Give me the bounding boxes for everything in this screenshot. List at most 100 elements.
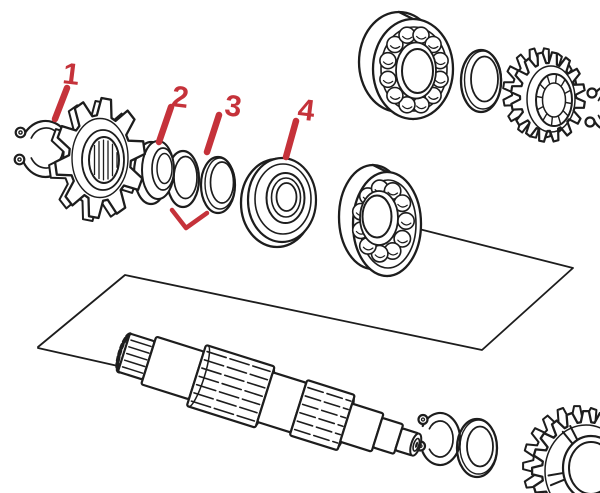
circlip-eyelet-hole xyxy=(420,417,426,422)
shaft-spline-line xyxy=(123,359,146,368)
circlip-eyelet xyxy=(14,126,27,139)
shaft-spline-line xyxy=(296,420,342,436)
bearing-ball xyxy=(386,86,404,105)
gear-spoke xyxy=(547,471,566,477)
washer-bore xyxy=(470,55,499,103)
shaft-spline-line xyxy=(304,395,349,411)
shaft-washer xyxy=(455,417,499,479)
bushing-bore xyxy=(156,152,173,185)
bottom-gear xyxy=(522,405,600,493)
check-mark xyxy=(169,207,210,231)
sprocket-root-ring xyxy=(71,117,129,199)
sprocket-bore-splines xyxy=(93,139,118,181)
gear-spoke xyxy=(569,425,579,442)
oil-seal xyxy=(239,156,318,249)
spline-tick xyxy=(546,75,551,85)
ball-highlight xyxy=(416,105,427,110)
callout-1-leader xyxy=(51,84,71,123)
ball-highlight xyxy=(435,61,446,66)
washer-bore xyxy=(466,425,494,468)
ball-highlight xyxy=(416,35,427,40)
spline-tick xyxy=(539,83,546,90)
top-gear-bore-inner xyxy=(541,82,567,118)
ball-highlight xyxy=(400,221,412,226)
bearing-ball xyxy=(398,96,416,114)
spline-tick xyxy=(536,105,544,111)
callout-2-label: 2 xyxy=(170,80,191,115)
circlip-eyelet xyxy=(586,87,598,99)
ball-highlight xyxy=(389,96,401,100)
callouts: 1 2 3 4 xyxy=(51,57,317,231)
shaft-spline-line xyxy=(203,359,269,381)
shaft-spline-c xyxy=(190,350,271,422)
seal-lip-inner xyxy=(270,177,302,218)
ball-highlight xyxy=(374,254,386,259)
circlip-eyelet xyxy=(584,116,596,128)
bottom-gear-spokes xyxy=(547,425,579,487)
bearing-wall-top xyxy=(397,10,415,21)
gear-spoke xyxy=(549,478,567,487)
ball-highlight xyxy=(428,45,439,49)
washer-mid xyxy=(463,50,503,110)
spline-tick xyxy=(565,101,573,105)
circlip-inner-arc xyxy=(428,420,454,458)
ball-highlight xyxy=(382,61,394,66)
shaft-spline-line xyxy=(190,400,256,422)
spacer-bushing xyxy=(132,140,175,206)
shaft-spline-line xyxy=(299,411,344,428)
top-right-circlip xyxy=(584,87,600,129)
spline-tick xyxy=(555,73,558,83)
front-sprocket xyxy=(48,96,147,222)
top-gear-bore-splines xyxy=(535,73,573,127)
bushing-inner xyxy=(151,147,175,191)
ball-highlight xyxy=(382,79,394,84)
shaft-spline-line xyxy=(201,367,266,389)
shaft-spline-a xyxy=(121,339,152,374)
callout-2-leader xyxy=(155,103,175,146)
callout-3-label: 3 xyxy=(223,89,244,124)
shaft-spline-line xyxy=(206,350,271,373)
ball-highlight xyxy=(387,251,399,256)
top-bearing xyxy=(357,10,455,121)
top-gear xyxy=(502,47,586,143)
shaft-spline-e xyxy=(293,386,352,444)
ball-highlight xyxy=(428,96,439,100)
circlip-outer-arc xyxy=(421,411,462,467)
gear-spoke xyxy=(561,430,575,446)
bearing-ball xyxy=(386,35,404,54)
ball-highlight xyxy=(397,203,408,208)
top-gear-bore xyxy=(535,73,573,127)
shaft-spline-line xyxy=(198,375,263,398)
callout-1-label: 1 xyxy=(61,57,82,92)
ball-highlight xyxy=(435,79,446,84)
main-bearing xyxy=(337,163,423,278)
bearing-ball xyxy=(379,70,397,89)
shaft-spline-line xyxy=(121,366,144,374)
sprocket-hub xyxy=(81,129,125,191)
shaft-end-bore-dark xyxy=(415,441,419,448)
bearing-ball xyxy=(393,229,412,248)
shaft-spline-line xyxy=(130,339,152,348)
shaft-circlip xyxy=(414,411,462,467)
shaft-spline-line xyxy=(307,386,352,402)
circlip-eyelet xyxy=(417,413,429,426)
ring-3 xyxy=(199,155,237,215)
bottom-gear-bore xyxy=(568,441,600,493)
ball-highlight xyxy=(387,191,399,196)
bottom-gear-rim xyxy=(544,424,600,493)
top-washer xyxy=(459,48,503,114)
seal-groove xyxy=(254,163,312,235)
circlip-eyelet-hole xyxy=(17,157,22,162)
ring-bore xyxy=(209,161,235,204)
main-shaft xyxy=(115,332,423,457)
spline-tick xyxy=(542,113,548,122)
bearing-ball xyxy=(379,51,397,70)
callout-4-label: 4 xyxy=(296,93,317,128)
top-gear-hub xyxy=(526,65,576,133)
spline-tick xyxy=(562,110,569,117)
bearing-outer-race xyxy=(380,26,448,112)
bearing-wall-top xyxy=(371,163,389,174)
spline-tick xyxy=(550,117,553,127)
circlip-eyelet-hole xyxy=(18,130,23,135)
